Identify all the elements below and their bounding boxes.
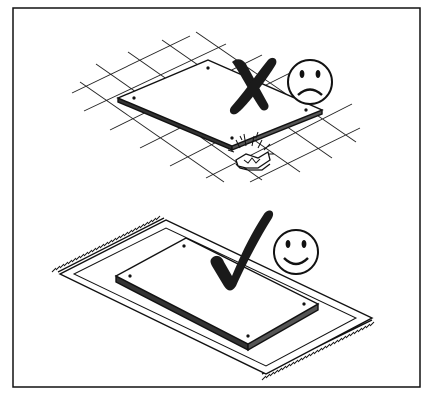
sad-face-icon: [288, 60, 332, 104]
happy-face-icon: [274, 230, 318, 274]
